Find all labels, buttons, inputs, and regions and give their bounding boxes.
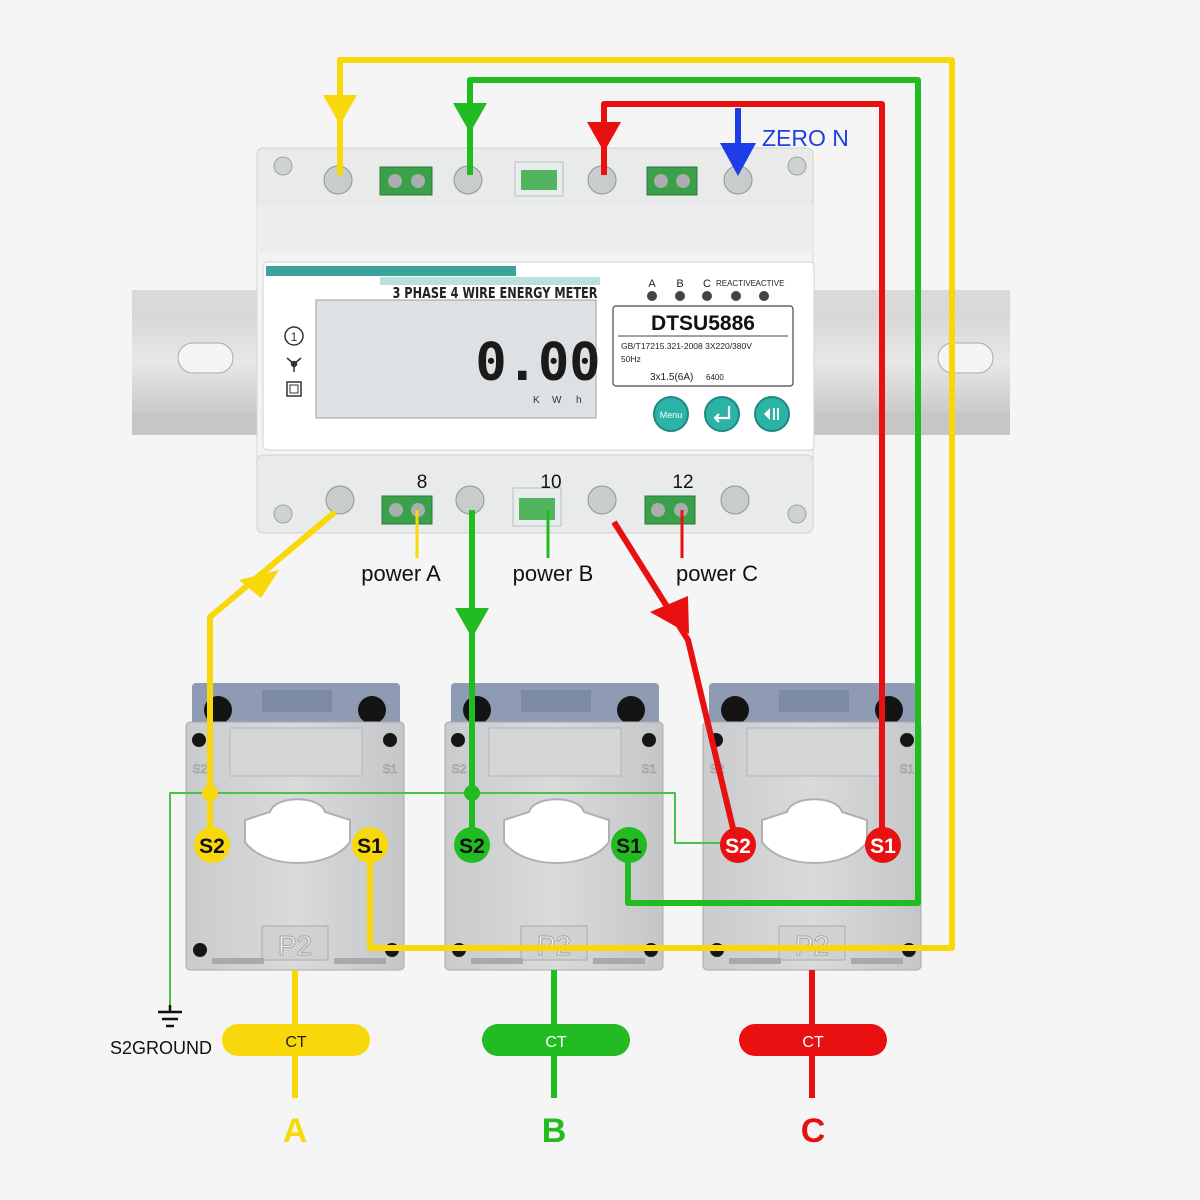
- ct-a-s1-terminal: S1: [352, 827, 388, 863]
- terminal-number-8: 8: [417, 472, 428, 493]
- ct-c-s2-label: S2: [725, 835, 751, 858]
- power-c-label: power C: [676, 561, 758, 586]
- ct-unit-c: P2 S2 S1: [702, 683, 922, 971]
- ct-a-plate-p2: P2: [278, 930, 312, 961]
- junctions: [202, 785, 480, 801]
- indicator-leds: A B C REACTIVE ACTIVE: [647, 278, 784, 301]
- menu-button-label: Menu: [660, 410, 683, 420]
- energy-meter: 8 10 12 3 PHASE 4 WIRE ENERGY METER 1 0.…: [256, 147, 815, 534]
- ct-unit-a: P2 S2 S1: [185, 683, 405, 971]
- star-connection-icon: [286, 357, 302, 372]
- top-terminal-screws: [323, 161, 753, 197]
- terminal-number-12: 12: [672, 472, 693, 493]
- ct-b-s2-label: S2: [459, 835, 485, 858]
- unit-k: K: [533, 395, 540, 406]
- square-icon: [286, 381, 302, 397]
- phase-b-current-wire: [467, 77, 921, 906]
- ct-a-s2-terminal: S2: [194, 827, 230, 863]
- ct-pill-c: CT: [739, 1024, 887, 1056]
- indicator-active: ACTIVE: [756, 279, 785, 288]
- arrow-down-yellow: [323, 95, 357, 125]
- nameplate: DTSU5886 GB/T17215.321-2008 3X220/380V 5…: [612, 305, 794, 387]
- spec-line-1: GB/T17215.321-2008 3X220/380V: [621, 341, 752, 351]
- phase-a-label: A: [283, 1112, 308, 1150]
- ct-pill-c-label: CT: [802, 1034, 824, 1051]
- enter-button[interactable]: [704, 396, 740, 432]
- ground-wire: [169, 792, 738, 1005]
- ct-b-s1-label: S1: [616, 835, 642, 858]
- ct-units: P2 S2 S1 P2 S2 S1: [185, 683, 922, 971]
- arrow-down-green: [453, 103, 487, 133]
- ct-pill-b: CT: [482, 1024, 630, 1056]
- menu-button[interactable]: Menu: [653, 396, 689, 432]
- phase-a-current-wire: [337, 57, 955, 951]
- arrow-down-blue: [720, 143, 756, 176]
- phase-c-return-wire: [611, 520, 740, 846]
- ct-c-s2-terminal: S2: [720, 827, 756, 863]
- ct-a-corner-s2: S2: [193, 762, 208, 776]
- unit-w: W: [552, 395, 562, 406]
- ct-pill-a-label: CT: [285, 1034, 307, 1051]
- arrow-down-green-lower: [455, 608, 489, 638]
- arrow-down-red: [587, 122, 621, 152]
- lcd-reading: 0.00: [475, 333, 600, 393]
- direction-arrows: [239, 95, 756, 638]
- corner-screws: [273, 156, 807, 524]
- spec-line-3: 3x1.5(6A): [650, 372, 693, 383]
- spec-line-4: 6400: [706, 373, 724, 382]
- enter-icon: [713, 406, 731, 423]
- indicator-a: A: [648, 278, 656, 290]
- model-name: DTSU5886: [651, 312, 755, 335]
- arrow-red-diagonal: [650, 596, 689, 634]
- power-icon: 1: [284, 326, 304, 346]
- ground-label: S2GROUND: [110, 1038, 212, 1058]
- svg-text:1: 1: [291, 330, 298, 344]
- ct-a-corner-s1: S1: [383, 762, 398, 776]
- zero-n-label: ZERO N: [762, 125, 849, 151]
- meter-header: 3 PHASE 4 WIRE ENERGY METER: [393, 284, 598, 302]
- lcd-display: 0.00 K W h: [315, 299, 601, 419]
- ct-pill-a: CT: [222, 1024, 370, 1056]
- ct-a-s1-label: S1: [357, 835, 383, 858]
- wiring: [169, 57, 955, 1098]
- power-a-label: power A: [361, 561, 441, 586]
- indicator-b: B: [676, 278, 683, 290]
- ct-b-corner-s1: S1: [642, 762, 657, 776]
- scroll-icon: [764, 408, 770, 420]
- phase-b-label: B: [542, 1112, 567, 1150]
- phase-c-label: C: [801, 1112, 826, 1150]
- ct-b-s1-terminal: S1: [611, 827, 647, 863]
- ct-b-corner-s2: S2: [452, 762, 467, 776]
- power-b-label: power B: [513, 561, 594, 586]
- phase-a-return-wire: [207, 509, 337, 845]
- scroll-button[interactable]: [754, 396, 790, 432]
- ct-unit-b: P2 S2 S1: [444, 683, 664, 971]
- ct-pill-b-label: CT: [545, 1034, 567, 1051]
- ground-icon: [158, 1005, 182, 1028]
- ct-a-s2-label: S2: [199, 835, 225, 858]
- indicator-c: C: [703, 278, 711, 290]
- ct-pills: CT CT CT: [222, 1024, 887, 1056]
- unit-h: h: [576, 395, 582, 406]
- terminal-number-10: 10: [540, 472, 561, 493]
- spec-line-2: 50Hz: [621, 354, 641, 364]
- bottom-terminal-screws: [325, 485, 750, 527]
- ct-terminals: S2 S1 S2 S1 S2 S1: [194, 827, 901, 863]
- ct-c-s1-label: S1: [870, 835, 896, 858]
- ct-c-s1-terminal: S1: [865, 827, 901, 863]
- arrow-yellow-diagonal: [239, 570, 279, 598]
- ct-b-s2-terminal: S2: [454, 827, 490, 863]
- indicator-reactive: REACTIVE: [716, 279, 756, 288]
- ct-c-corner-s1: S1: [900, 762, 915, 776]
